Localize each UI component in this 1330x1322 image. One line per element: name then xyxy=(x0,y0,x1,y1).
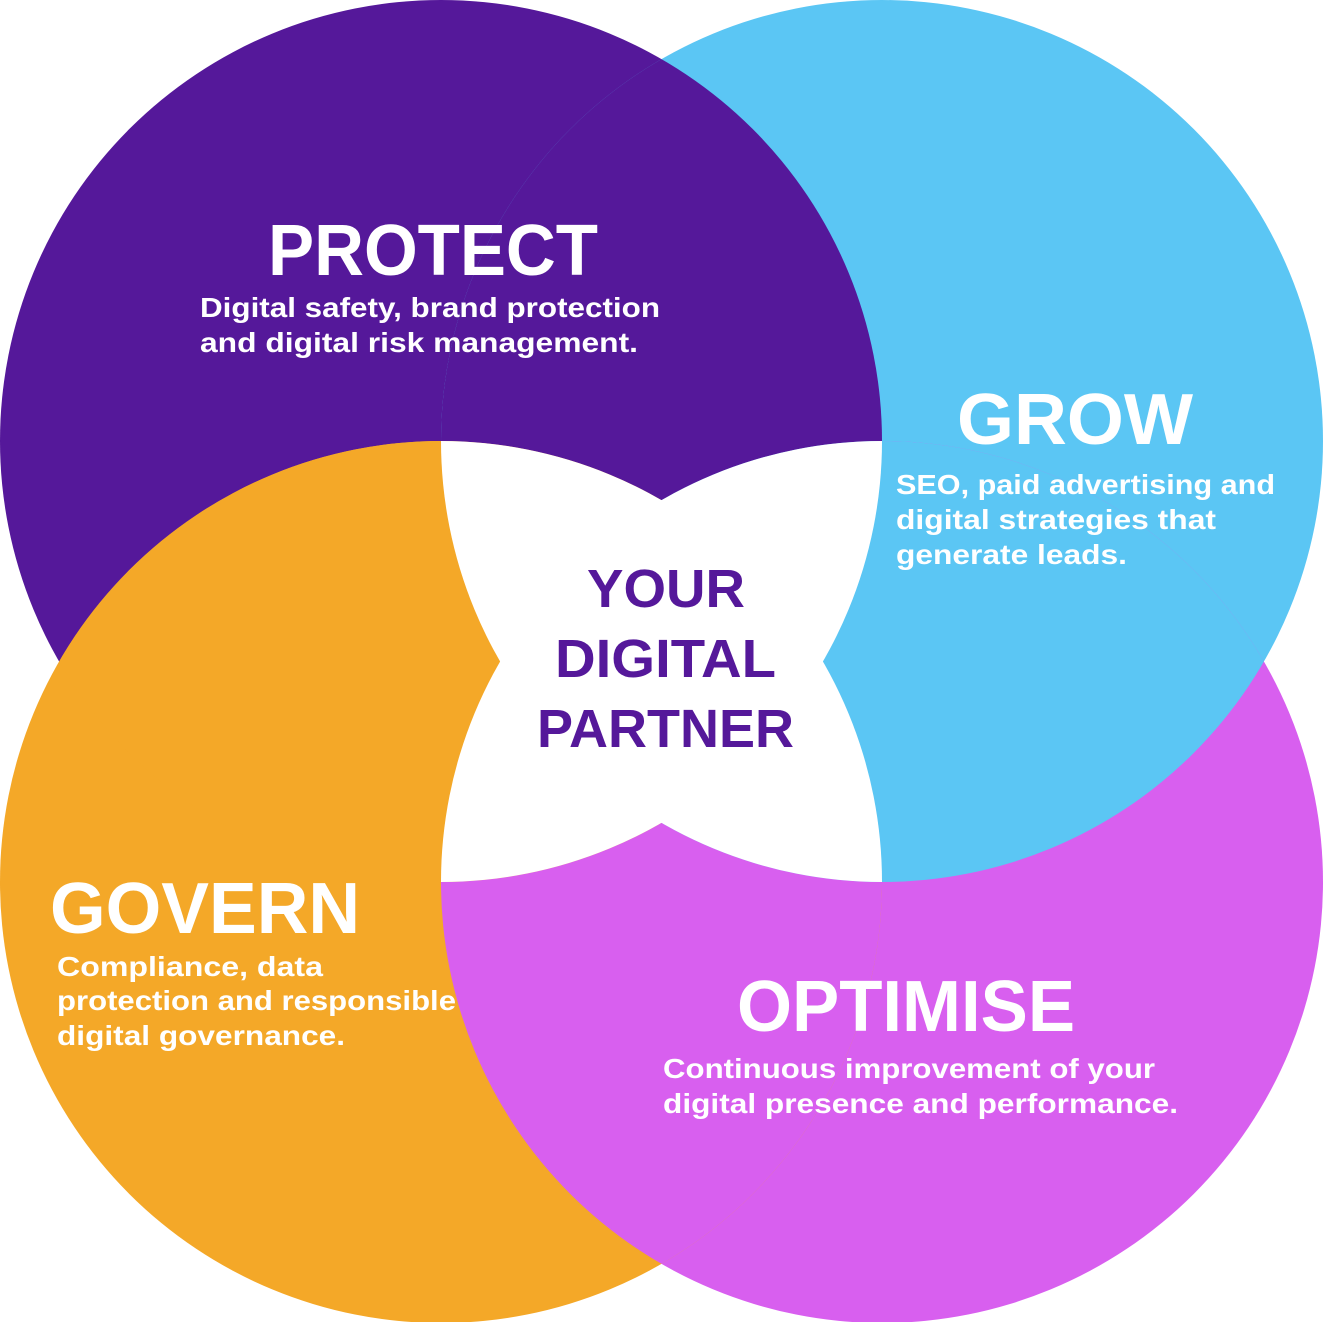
center-line: DIGITAL xyxy=(555,629,776,689)
govern-description-line: digital governance. xyxy=(57,1020,345,1051)
center-line: YOUR xyxy=(587,559,745,619)
center-area xyxy=(441,441,882,882)
protect-description-line: and digital risk management. xyxy=(200,327,638,358)
optimise-description-line: Continuous improvement of your xyxy=(663,1053,1155,1084)
center-piece xyxy=(441,441,882,882)
protect-title: PROTECT xyxy=(268,211,598,291)
grow-description-line: SEO, paid advertising and xyxy=(896,469,1275,500)
govern-description-line: protection and responsible xyxy=(57,985,456,1016)
optimise-description-line: digital presence and performance. xyxy=(663,1088,1178,1119)
govern-title: GOVERN xyxy=(50,869,360,949)
protect-description-line: Digital safety, brand protection xyxy=(200,292,660,323)
grow-description-line: digital strategies that xyxy=(896,504,1216,535)
optimise-title: OPTIMISE xyxy=(737,967,1075,1047)
center-line: PARTNER xyxy=(537,699,794,759)
grow-description-line: generate leads. xyxy=(896,539,1127,570)
grow-title: GROW xyxy=(957,380,1193,460)
center-label: YOUR DIGITAL PARTNER xyxy=(537,559,794,759)
govern-description-line: Compliance, data xyxy=(57,951,323,982)
